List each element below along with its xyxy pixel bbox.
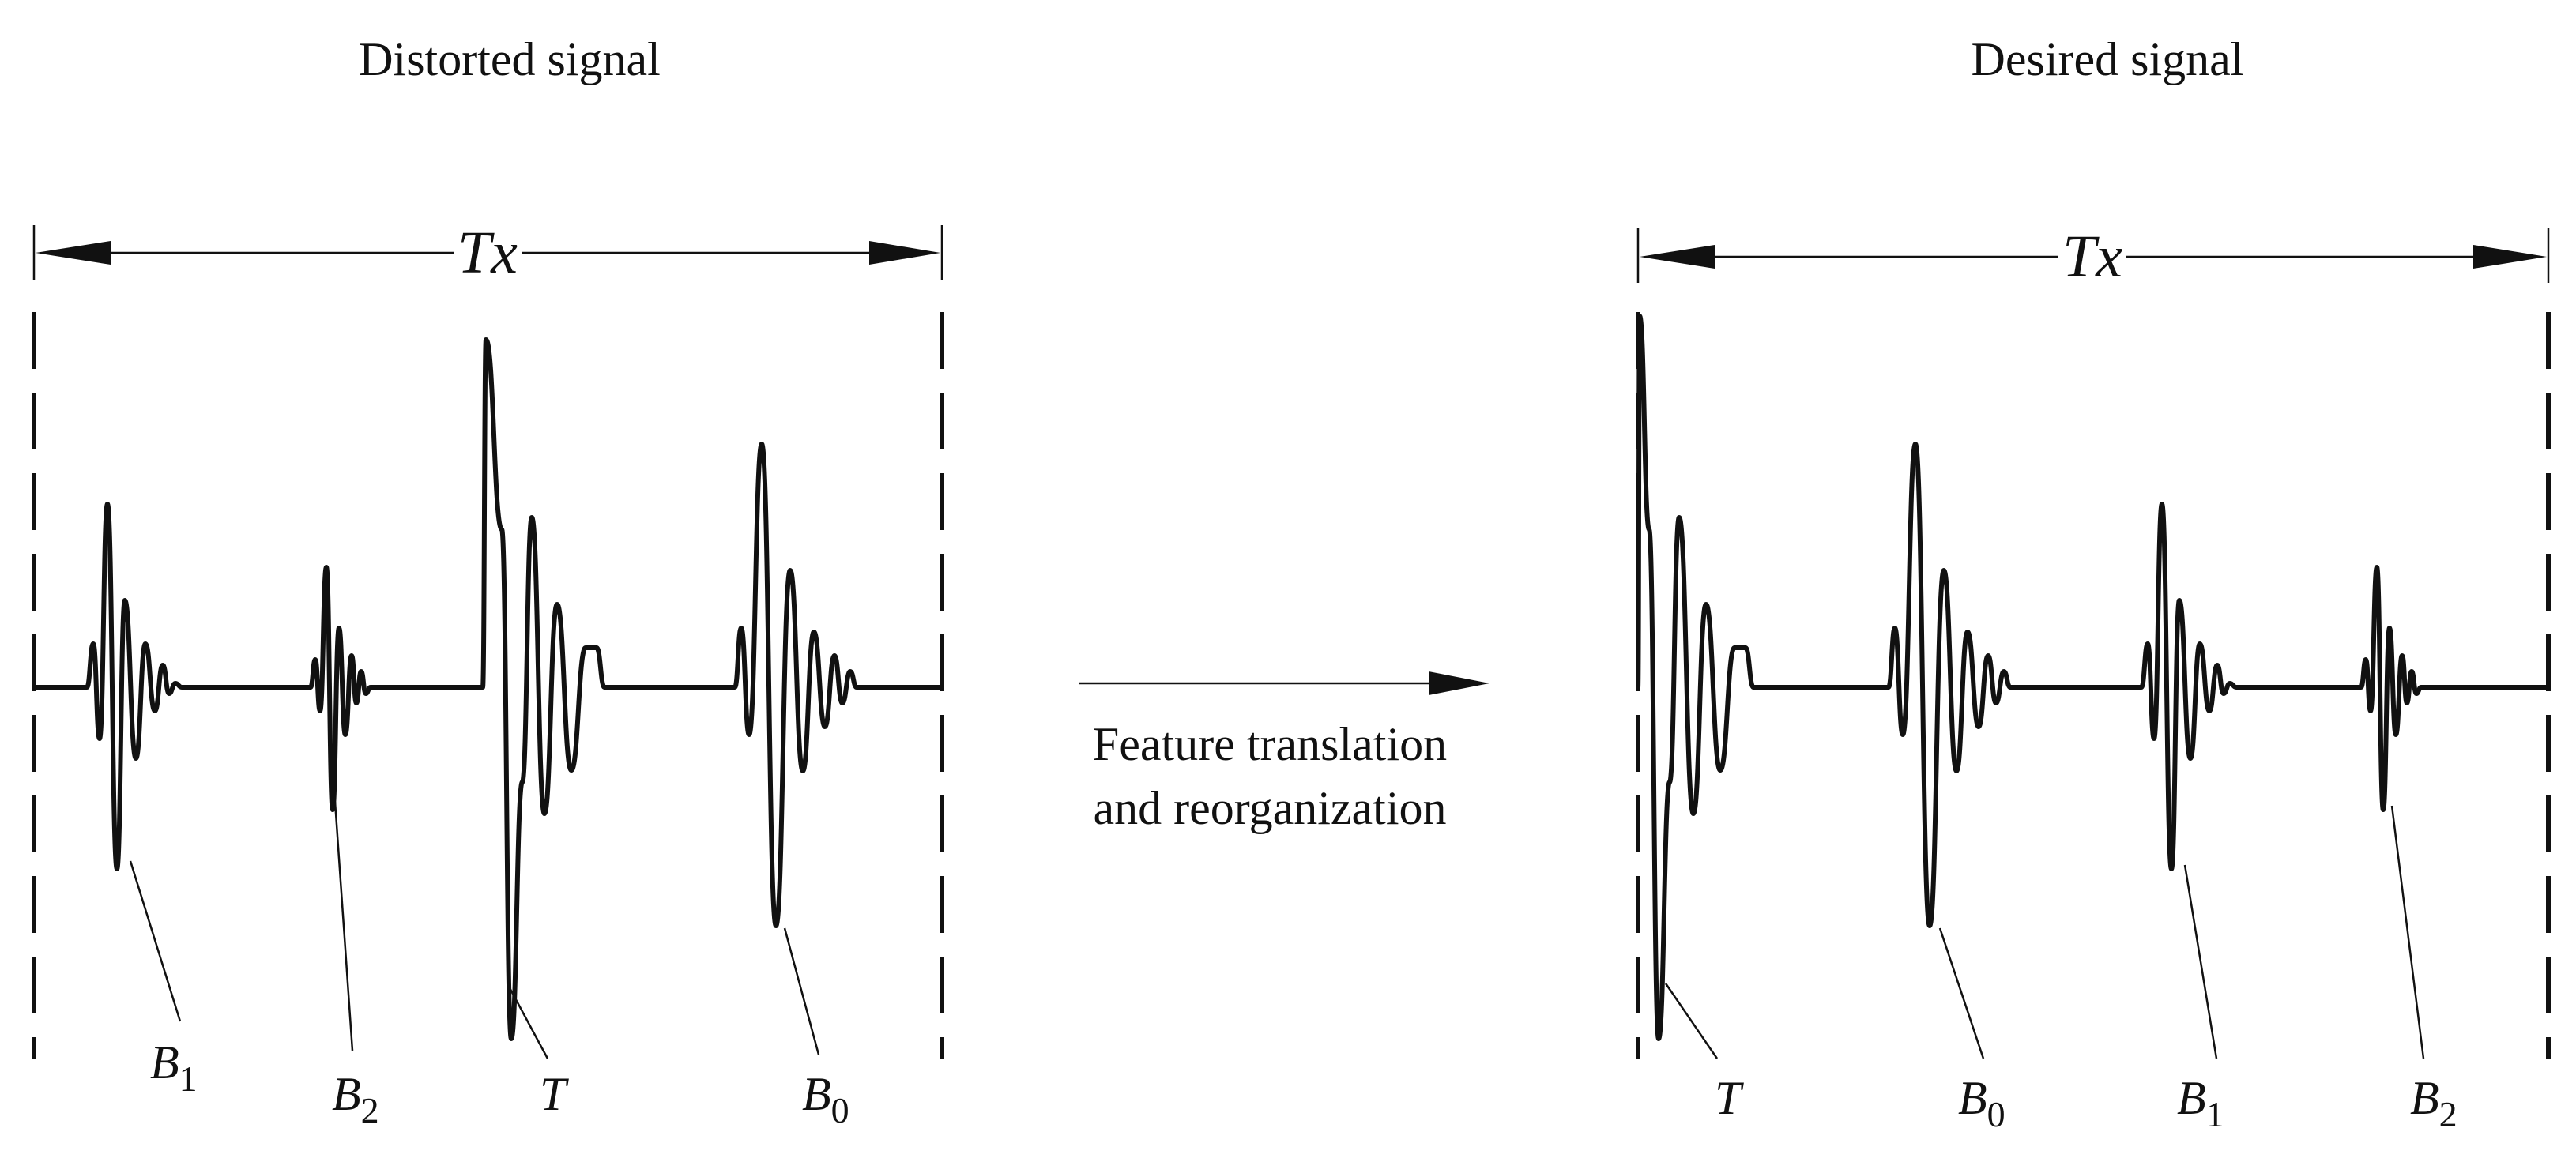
distorted-signal-panel: Distorted signal Tx B1 B2 T B0 bbox=[32, 33, 944, 1130]
desired-waveform bbox=[1636, 314, 2551, 1041]
b0-leader-line-right bbox=[1938, 927, 1985, 1059]
desired-signal-title: Desired signal bbox=[1972, 33, 2244, 85]
t-leader-line bbox=[506, 983, 549, 1059]
label-t-right: T bbox=[1715, 1072, 1744, 1124]
label-b1: B1 bbox=[150, 1036, 198, 1099]
label-b0: B0 bbox=[802, 1068, 849, 1130]
label-b2-right: B2 bbox=[2410, 1072, 2457, 1134]
b2-leader-line bbox=[333, 801, 354, 1051]
caption-line-2: and reorganization bbox=[1093, 782, 1446, 834]
transformation-arrow-head bbox=[1429, 671, 1489, 695]
tx-span-arrow: Tx bbox=[36, 220, 940, 286]
distorted-signal-title: Distorted signal bbox=[359, 33, 661, 85]
label-b0-right: B0 bbox=[1958, 1072, 2005, 1134]
b2-leader-line-right bbox=[2390, 805, 2425, 1059]
distorted-waveform bbox=[32, 337, 944, 1041]
label-b1-right: B1 bbox=[2177, 1072, 2224, 1134]
label-b2: B2 bbox=[332, 1068, 379, 1130]
transformation-arrow-group: Feature translation and reorganization bbox=[1079, 671, 1489, 834]
b1-leader-line-right bbox=[2183, 864, 2218, 1059]
b1-leader-line bbox=[129, 860, 182, 1022]
desired-signal-panel: Desired signal Tx T B0 B1 B2 bbox=[1636, 33, 2551, 1134]
caption-line-1: Feature translation bbox=[1093, 718, 1447, 770]
tx-label-right: Tx bbox=[2062, 224, 2122, 290]
t-leader-line-right bbox=[1664, 983, 1719, 1059]
label-t: T bbox=[540, 1068, 569, 1120]
tx-label: Tx bbox=[458, 220, 518, 286]
tx-span-arrow-right: Tx bbox=[1640, 224, 2547, 290]
b0-leader-line bbox=[783, 927, 820, 1055]
